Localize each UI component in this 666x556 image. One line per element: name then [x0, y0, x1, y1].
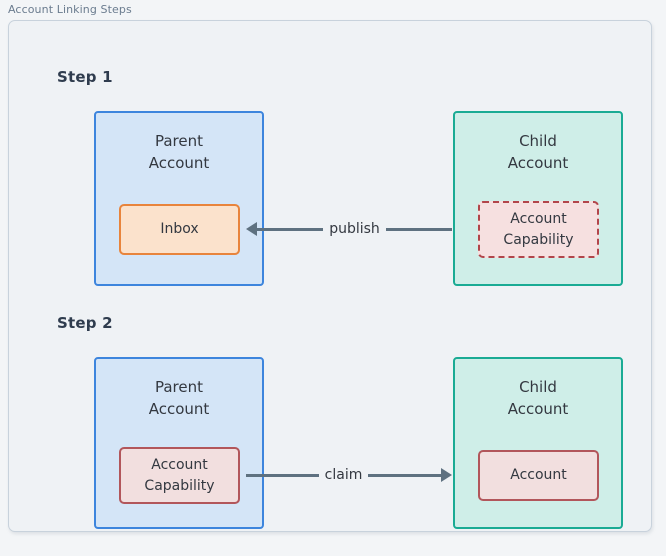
- step-2-label: Step 2: [57, 314, 113, 332]
- step-2-account-capability-node[interactable]: Account Capability: [119, 447, 240, 504]
- step-1-parent-account-box[interactable]: Parent Account: [94, 111, 264, 286]
- arrow-head-right-icon: [441, 468, 453, 482]
- step-1-parent-account-title: Parent Account: [148, 132, 210, 172]
- arrow-line: [368, 473, 442, 477]
- step-1-child-account-box[interactable]: Child Account: [453, 111, 623, 286]
- panel-title: Account Linking Steps: [8, 3, 132, 16]
- arrow-line: [385, 227, 452, 231]
- step-2-arrow-label: claim: [318, 467, 369, 483]
- arrow-head-left-icon: [246, 222, 257, 236]
- step-2-child-account-box[interactable]: Child Account: [453, 357, 623, 529]
- step-2-account-node[interactable]: Account: [478, 450, 599, 501]
- step-2-claim-arrow: claim: [246, 463, 453, 487]
- arrow-line: [257, 227, 324, 231]
- step-1-child-account-title: Child Account: [507, 132, 569, 172]
- step-2-child-account-title: Child Account: [507, 378, 569, 418]
- step-2-parent-account-title: Parent Account: [148, 378, 210, 418]
- step-1-arrow-label: publish: [323, 221, 386, 237]
- diagram-frame: Step 1 Parent Account Inbox Child Accoun…: [8, 20, 652, 532]
- step-1-label: Step 1: [57, 68, 113, 86]
- step-1-inbox-node[interactable]: Inbox: [119, 204, 240, 255]
- arrow-line: [246, 473, 319, 477]
- step-1-publish-arrow: publish: [246, 217, 452, 241]
- step-1-account-capability-node[interactable]: Account Capability: [478, 201, 599, 258]
